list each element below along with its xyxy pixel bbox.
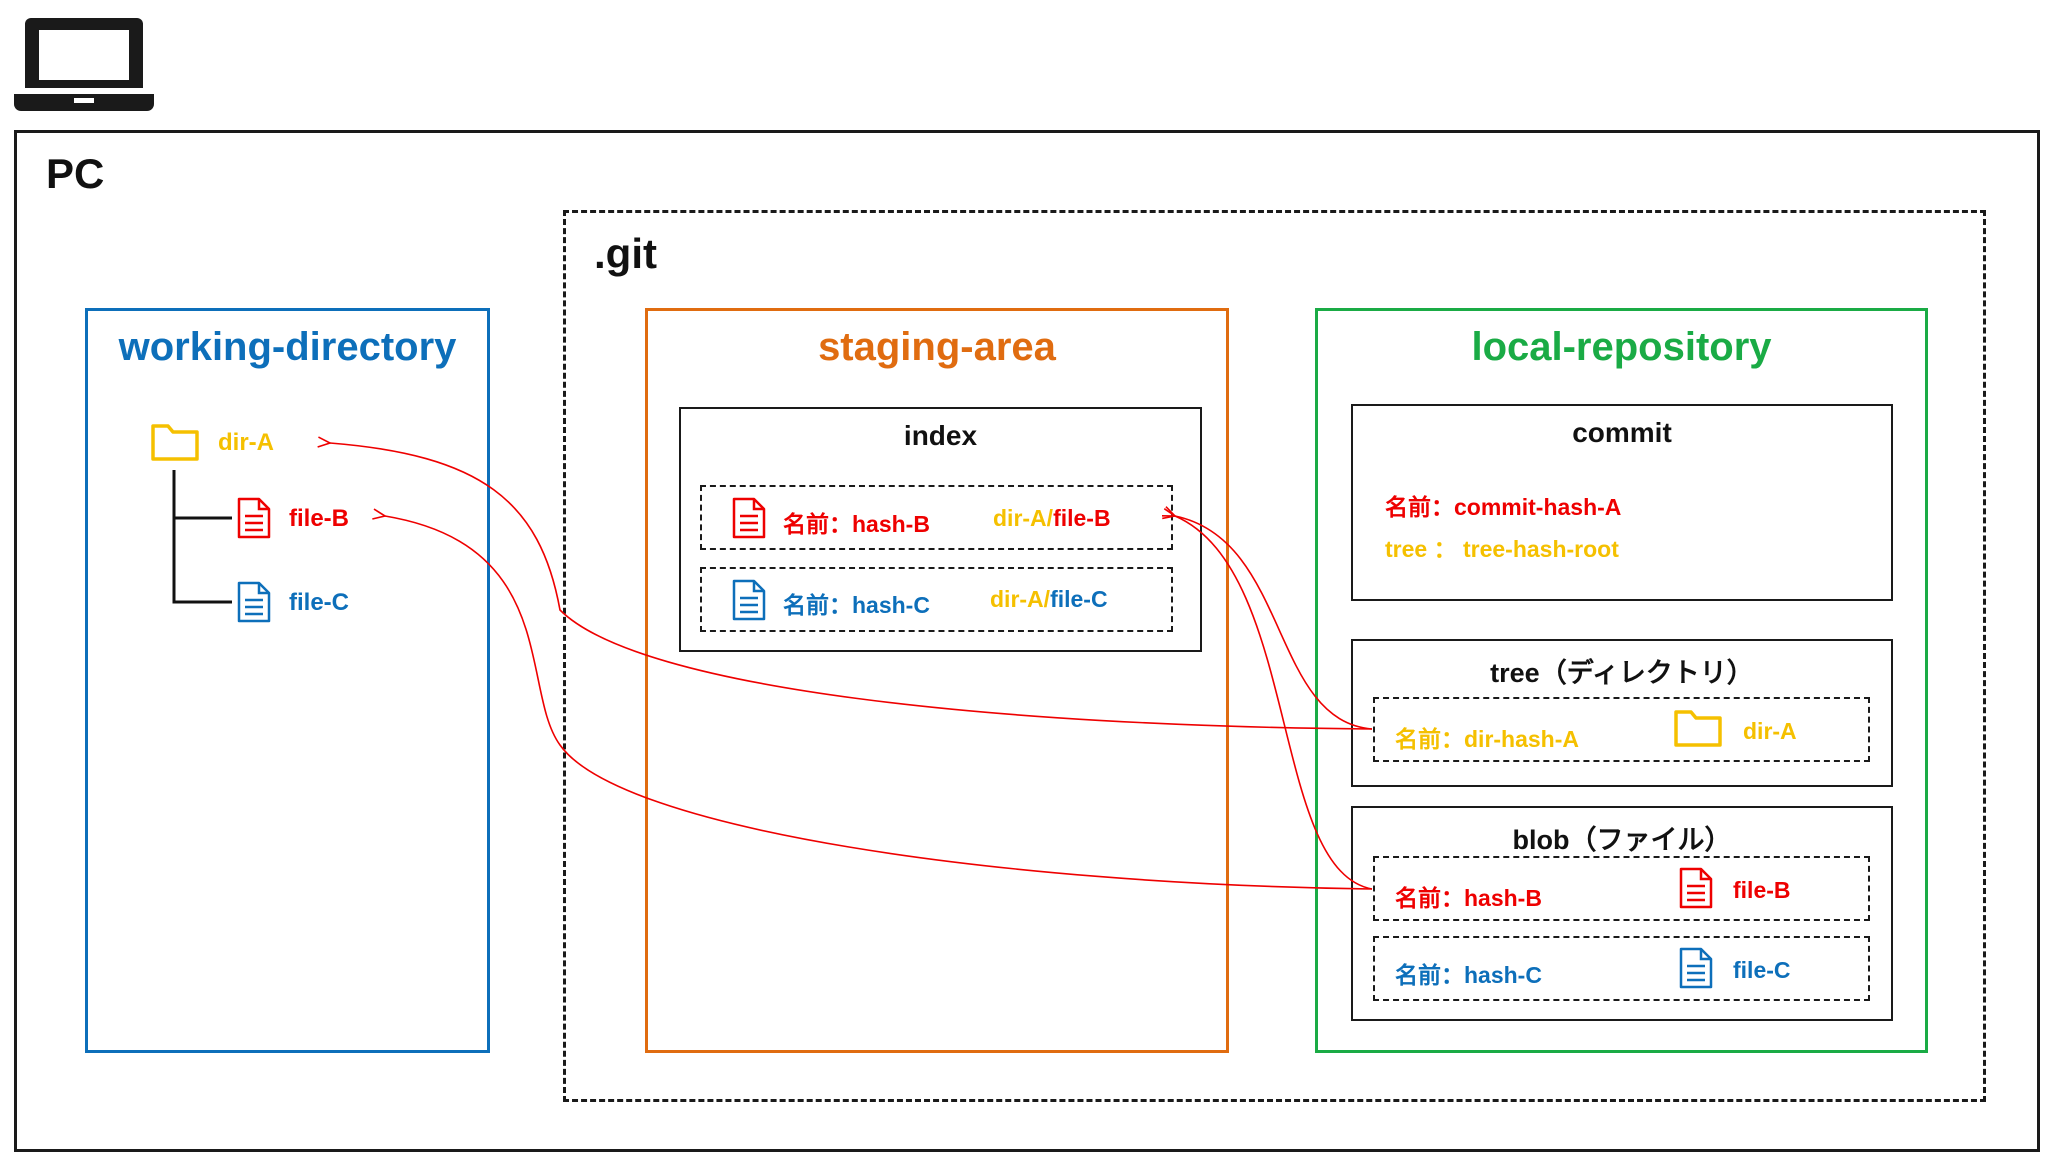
blob-entry-name: 名前：hash-B xyxy=(1395,885,1542,911)
blob-entry-name: 名前：hash-C xyxy=(1395,962,1542,988)
file-icon xyxy=(1679,867,1713,909)
blob-entry-file: file-B xyxy=(1733,877,1791,903)
working-directory-title: working-directory xyxy=(118,325,457,369)
index-entry-path-file: file-B xyxy=(1053,505,1111,531)
index-entry-path-file: file-C xyxy=(1050,586,1108,612)
local-repository-box xyxy=(1315,308,1928,1053)
index-entry xyxy=(700,567,1173,632)
arrow-blob-to-index xyxy=(1175,516,1373,890)
wd-file-b-label: file-B xyxy=(289,505,349,532)
arrow-blob-to-file xyxy=(385,516,1373,890)
tree-entry xyxy=(1373,697,1870,762)
index-entry-path-dir: dir-A/ xyxy=(993,505,1054,531)
index-entry-path: dir-A/file-C xyxy=(990,586,1108,613)
folder-icon xyxy=(151,424,199,461)
tree-entry-dir: dir-A xyxy=(1743,718,1797,744)
tree-entry-name: 名前：dir-hash-A xyxy=(1395,726,1579,752)
file-icon xyxy=(732,579,766,621)
file-icon xyxy=(1679,947,1713,989)
git-label: .git xyxy=(594,230,657,277)
git-container xyxy=(563,210,1986,1102)
staging-area-title: staging-area xyxy=(818,325,1056,369)
index-box xyxy=(679,407,1202,652)
index-title: index xyxy=(903,420,978,451)
wd-dir-label: dir-A xyxy=(218,429,274,456)
index-entry-path: dir-A/file-B xyxy=(993,505,1111,532)
pc-container xyxy=(14,130,2040,1152)
staging-area-box xyxy=(645,308,1229,1053)
tree-title: tree（ディレクトリ） xyxy=(1490,658,1754,688)
commit-tree: tree ： tree-hash-root xyxy=(1385,536,1619,562)
file-icon xyxy=(732,497,766,539)
index-entry-path-dir: dir-A/ xyxy=(990,586,1051,612)
arrow-tree-to-dir xyxy=(330,443,1373,730)
pc-label: PC xyxy=(46,150,105,197)
wd-file-c-label: file-C xyxy=(289,589,349,616)
blob-title: blob（ファイル） xyxy=(1512,825,1732,855)
file-icon xyxy=(237,581,271,623)
commit-title: commit xyxy=(1572,417,1672,448)
folder-icon xyxy=(1674,710,1722,747)
index-entry-name: 名前：hash-B xyxy=(783,511,930,537)
local-repository-title: local-repository xyxy=(1471,325,1772,369)
file-icon xyxy=(237,497,271,539)
blob-entry-file: file-C xyxy=(1733,957,1791,983)
blob-entry xyxy=(1373,936,1870,1001)
commit-name: 名前：commit-hash-A xyxy=(1385,494,1622,520)
index-entry-name: 名前：hash-C xyxy=(783,592,930,618)
blob-entry xyxy=(1373,856,1870,921)
laptop-icon xyxy=(14,18,154,111)
arrow-tree-to-index xyxy=(1175,516,1373,730)
working-directory-box xyxy=(85,308,490,1053)
commit-box xyxy=(1351,404,1893,601)
tree-box xyxy=(1351,639,1893,787)
blob-box xyxy=(1351,806,1893,1021)
